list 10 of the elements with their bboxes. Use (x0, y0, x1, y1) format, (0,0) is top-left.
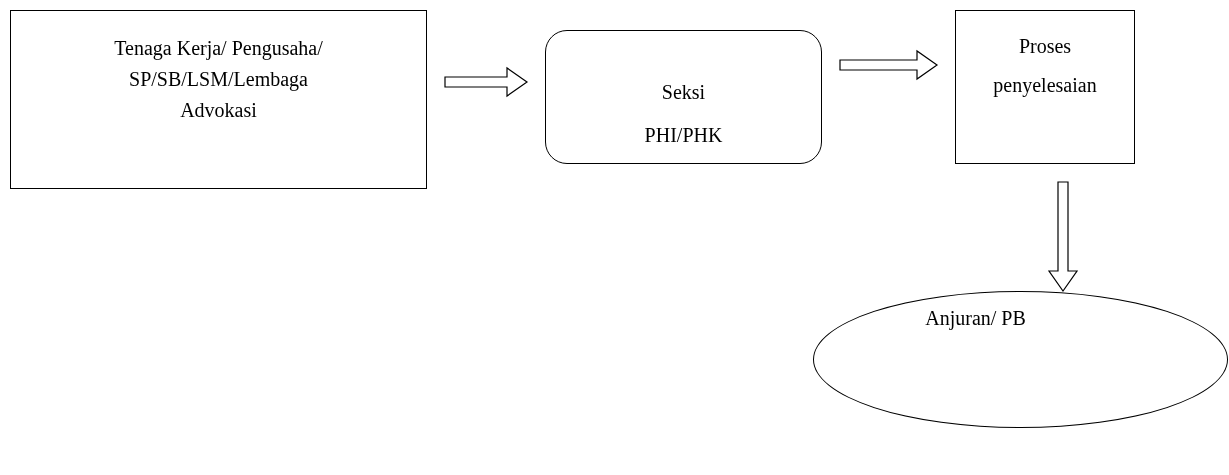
block-arrow (1047, 181, 1079, 293)
block-arrow (839, 49, 939, 81)
process-box (955, 10, 1135, 164)
node-label: Tenaga Kerja/ Pengusaha/ SP/SB/LSM/Lembaga Advokasi (113, 36, 324, 123)
node-label: Anjuran/ PB (924, 306, 1027, 332)
rounded-box (545, 30, 822, 164)
block-arrow (444, 66, 529, 98)
process-box (10, 10, 427, 189)
node-label: Seksi PHI/PHK (643, 80, 724, 148)
node-label: Proses penyelesaian (992, 34, 1098, 99)
